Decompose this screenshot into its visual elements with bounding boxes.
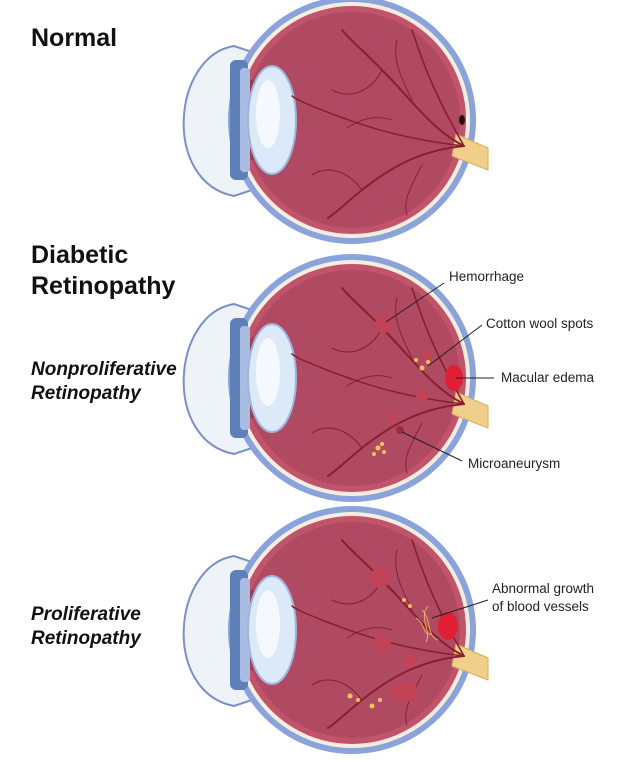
abnormal-growth-leader [431,599,489,619]
diabetic-heading-line2: Retinopathy [31,272,176,300]
hemorrhage-spot [403,653,417,667]
hemorrhage-spot [416,390,428,402]
hemorrhage-spot [375,315,393,333]
cotton-wool-spots [372,358,430,456]
nonproliferative-eye [182,253,489,503]
diabetic-heading-line1: Diabetic [31,241,129,269]
normal-heading: Normal [31,24,118,52]
microaneurysm-leader [401,431,463,462]
hemorrhage-spot [387,413,397,423]
exudate-spots [347,598,412,709]
proliferative-line1: Proliferative [31,604,141,625]
proliferative-line2: Retinopathy [31,628,141,649]
normal-eye [182,0,489,245]
macular-edema-spot [445,365,463,391]
cotton-wool-spots-label: Cotton wool spots [486,316,594,331]
proliferative-subheading: Proliferative Retinopathy [31,603,141,651]
hemorrhage-leader [385,282,445,323]
abnormal-vessel-growth [415,605,439,643]
macular-edema-label: Macular edema [501,370,595,385]
hemorrhage-label: Hemorrhage [449,269,524,284]
macula-spot [459,115,465,125]
abnormal-growth-label-line1: Abnormal growth [492,581,594,596]
microaneurysm-label: Microaneurysm [468,456,560,471]
nonproliferative-line1: Nonproliferative [31,359,177,380]
hemorrhage-spot [370,568,390,588]
hemorrhage-spot [390,682,418,702]
nonproliferative-subheading: Nonproliferative Retinopathy [31,358,177,406]
diabetic-retinopathy-heading: Diabetic Retinopathy [31,240,175,302]
nonproliferative-line2: Retinopathy [31,383,141,404]
abnormal-growth-label-line2: of blood vessels [492,599,589,614]
proliferative-eye [182,505,489,755]
macular-edema-spot [438,612,458,640]
cotton-wool-leader [427,324,483,367]
hemorrhage-spot [373,635,391,653]
hemorrhage-spot [421,351,431,361]
